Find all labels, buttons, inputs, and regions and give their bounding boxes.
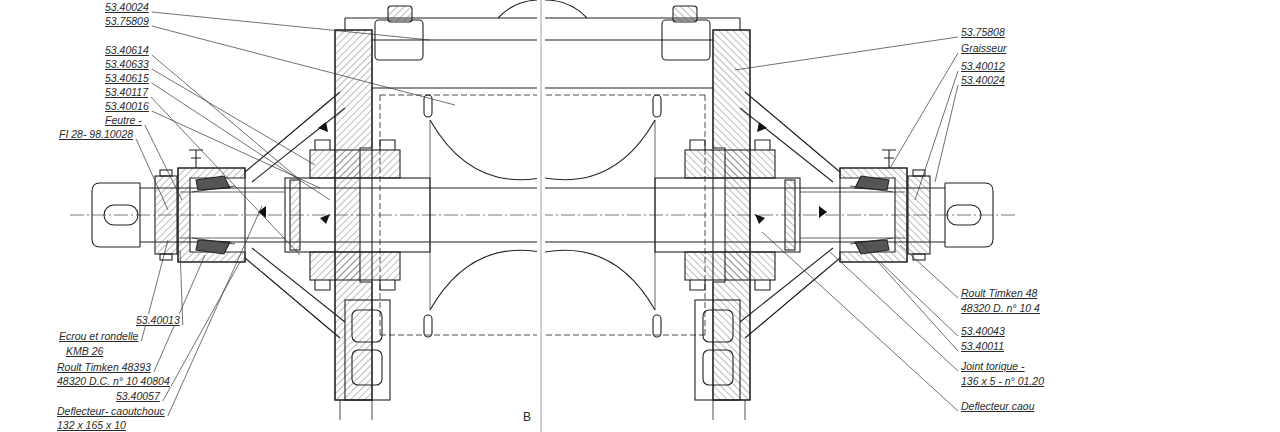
callout-label: Ecrou et rondelle bbox=[58, 330, 139, 342]
leader-line bbox=[145, 125, 182, 200]
callout-label: Roult Timken 48 bbox=[960, 287, 1038, 299]
callout-label: 53.40016 bbox=[104, 100, 150, 112]
callout-label: 53.40117 bbox=[104, 86, 149, 98]
leader-line bbox=[152, 12, 430, 40]
callout-label: 53.40013 bbox=[135, 314, 181, 326]
callout-label: Deflecteur- caoutchouc bbox=[56, 405, 166, 417]
callout-label: 48320 D. n° 10 4 bbox=[960, 302, 1041, 314]
callout-label: 53.75809 bbox=[104, 15, 150, 27]
leader-line bbox=[900, 245, 958, 298]
callout-label: KMB 26 bbox=[65, 345, 104, 357]
callout-label: 53.40012 bbox=[960, 60, 1006, 72]
callout-label: 132 x 165 x 10 bbox=[56, 419, 127, 431]
callout-label: 53.75808 bbox=[960, 26, 1006, 38]
callout-label: 53.40011 bbox=[960, 340, 1005, 352]
leader-line bbox=[935, 85, 958, 182]
callout-label: 53.40043 bbox=[960, 325, 1006, 337]
leader-line bbox=[152, 83, 330, 200]
leader-line bbox=[136, 139, 168, 210]
leader-line bbox=[880, 262, 958, 336]
callout-label: 53.40614 bbox=[104, 44, 150, 56]
leader-line bbox=[762, 232, 958, 411]
callout-label: 53.40024 bbox=[104, 1, 150, 13]
callout-label: Graisseur bbox=[960, 42, 1008, 54]
callout-label: 53.40057 bbox=[115, 390, 161, 402]
callout-label: 53.40615 bbox=[104, 72, 150, 84]
callout-label: Deflecteur caou bbox=[960, 400, 1036, 412]
callout-label: 53.40024 bbox=[960, 74, 1006, 86]
callout-label: 136 x 5 - n° 01.20 bbox=[960, 375, 1045, 387]
leader-line bbox=[915, 71, 958, 200]
callout-label: Joint torique - bbox=[960, 360, 1026, 372]
leader-line bbox=[890, 53, 958, 168]
leader-line bbox=[152, 69, 315, 165]
leader-line bbox=[152, 111, 320, 188]
leader-line bbox=[163, 262, 240, 401]
leader-line bbox=[735, 37, 958, 70]
callout-label: FI 28- 98.10028 bbox=[58, 128, 134, 140]
leader-line bbox=[152, 55, 300, 180]
callout-label: Roult Timken 48393 bbox=[56, 361, 152, 373]
leader-line bbox=[168, 206, 262, 416]
callout-label: Feutre - bbox=[104, 114, 143, 126]
callout-label: B bbox=[522, 411, 532, 423]
callout-label: 53.40633 bbox=[104, 58, 150, 70]
callout-label: 48320 D.C. n° 10 40804 bbox=[56, 375, 171, 387]
